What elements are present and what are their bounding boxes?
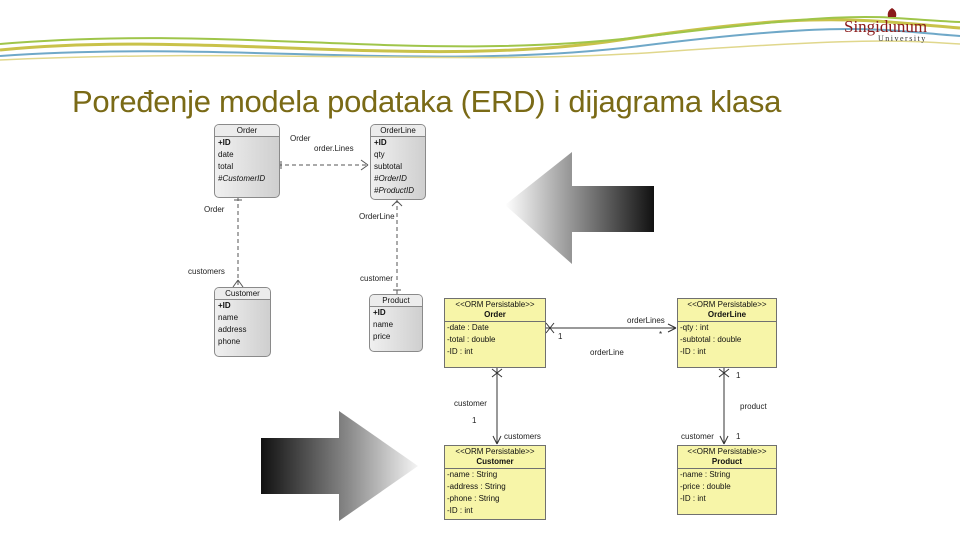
left-gradient-arrow-icon <box>505 152 654 264</box>
erd-attribute: subtotal <box>374 162 403 171</box>
uml-stereotype: <<ORM Persistable>> <box>455 447 535 456</box>
uml-class-product: <<ORM Persistable>> Product -name : Stri… <box>677 445 777 515</box>
uml-arrowhead-product <box>719 435 729 445</box>
uml-label-multiplicity-1b: 1 <box>472 416 477 425</box>
erd-entity-name: Customer <box>215 288 270 300</box>
uml-x-mark-order-bottom <box>491 368 503 378</box>
uml-label-customer-2: customer <box>681 432 714 441</box>
uml-label-multiplicity-star: * <box>659 330 663 339</box>
swoosh-line-4 <box>0 40 960 61</box>
uml-attribute: -phone : String <box>447 494 500 503</box>
uml-attribute: -name : String <box>680 470 731 479</box>
erd-entity-product: Product +ID name price <box>369 294 423 352</box>
erd-attribute: #ProductID <box>374 186 415 195</box>
erd-attribute: #CustomerID <box>218 174 266 183</box>
logo-subtitle: University <box>878 34 927 43</box>
uml-attribute: -date : Date <box>447 323 489 332</box>
erd-attribute: price <box>373 332 391 341</box>
erd-attribute: address <box>218 325 247 334</box>
erd-attribute: +ID <box>218 301 231 310</box>
university-logo: Singidunum University <box>842 8 942 44</box>
uml-attribute: -name : String <box>447 470 498 479</box>
erd-crowfoot-orderline <box>360 159 369 171</box>
uml-arrowhead-customer <box>492 435 502 445</box>
uml-x-mark-order <box>545 322 555 334</box>
uml-label-multiplicity-1: 1 <box>558 332 563 341</box>
erd-attribute: +ID <box>373 308 386 317</box>
erd-entity-name: Product <box>370 295 422 307</box>
uml-label-multiplicity-1c: 1 <box>736 371 741 380</box>
uml-class-orderline: <<ORM Persistable>> OrderLine -qty : int… <box>677 298 777 368</box>
uml-attribute: -ID : int <box>447 506 473 515</box>
uml-class-name: OrderLine <box>678 310 776 322</box>
header-swoosh <box>0 15 960 61</box>
swoosh-line-3 <box>0 15 960 48</box>
uml-attribute: -ID : int <box>680 494 706 503</box>
uml-class-customer: <<ORM Persistable>> Customer -name : Str… <box>444 445 546 520</box>
erd-attribute: phone <box>218 337 241 346</box>
uml-label-customers: customers <box>504 432 541 441</box>
erd-entity-orderline: OrderLine +ID qty subtotal #OrderID #Pro… <box>370 124 426 200</box>
uml-stereotype: <<ORM Persistable>> <box>455 300 535 309</box>
logo-name: Singidunum <box>844 17 928 36</box>
swoosh-line-2 <box>0 28 960 58</box>
erd-attribute: #OrderID <box>374 174 407 183</box>
erd-label-customer: customer <box>360 274 393 283</box>
erd-label-order-role: Order <box>290 134 311 143</box>
logo-emblem-icon <box>887 8 897 17</box>
uml-attribute: -total : double <box>447 335 496 344</box>
uml-label-orderlines: orderLines <box>627 316 665 325</box>
erd-attribute: qty <box>374 150 385 159</box>
uml-attribute: -price : double <box>680 482 731 491</box>
erd-attribute: name <box>373 320 394 329</box>
right-gradient-arrow-icon <box>261 411 418 521</box>
uml-label-orderline: orderLine <box>590 348 624 357</box>
uml-class-order: <<ORM Persistable>> Order -date : Date -… <box>444 298 546 368</box>
uml-attribute: -qty : int <box>680 323 709 332</box>
erd-attribute: total <box>218 162 234 171</box>
uml-x-mark-orderline-bottom <box>718 368 730 378</box>
page-title: Poređenje modela podataka (ERD) i dijagr… <box>72 84 782 119</box>
uml-attribute: -ID : int <box>447 347 473 356</box>
uml-class-name: Product <box>678 457 776 469</box>
uml-label-customer: customer <box>454 399 487 408</box>
swoosh-line-1 <box>0 18 960 54</box>
uml-attribute: -address : String <box>447 482 506 491</box>
uml-arrowhead-orderline <box>667 323 677 333</box>
erd-label-orderline: OrderLine <box>359 212 395 221</box>
erd-attribute: +ID <box>374 138 387 147</box>
erd-entity-name: OrderLine <box>371 125 425 137</box>
erd-attribute: name <box>218 313 239 322</box>
uml-class-name: Order <box>445 310 545 322</box>
erd-label-order-lines: order.Lines <box>314 144 354 153</box>
erd-label-customers: customers <box>188 267 225 276</box>
uml-label-multiplicity-1d: 1 <box>736 432 741 441</box>
uml-stereotype: <<ORM Persistable>> <box>687 447 767 456</box>
uml-stereotype: <<ORM Persistable>> <box>687 300 767 309</box>
erd-label-order-left: Order <box>204 205 225 214</box>
uml-class-name: Customer <box>445 457 545 469</box>
erd-entity-customer: Customer +ID name address phone <box>214 287 271 357</box>
erd-entity-name: Order <box>215 125 279 137</box>
erd-entity-order: Order +ID date total #CustomerID <box>214 124 280 198</box>
erd-crowfoot-customer <box>232 279 244 288</box>
erd-attribute: date <box>218 150 234 159</box>
uml-attribute: -subtotal : double <box>680 335 742 344</box>
uml-attribute: -ID : int <box>680 347 706 356</box>
erd-attribute: +ID <box>218 138 231 147</box>
uml-label-product: product <box>740 402 767 411</box>
erd-crowfoot-product <box>391 200 403 207</box>
